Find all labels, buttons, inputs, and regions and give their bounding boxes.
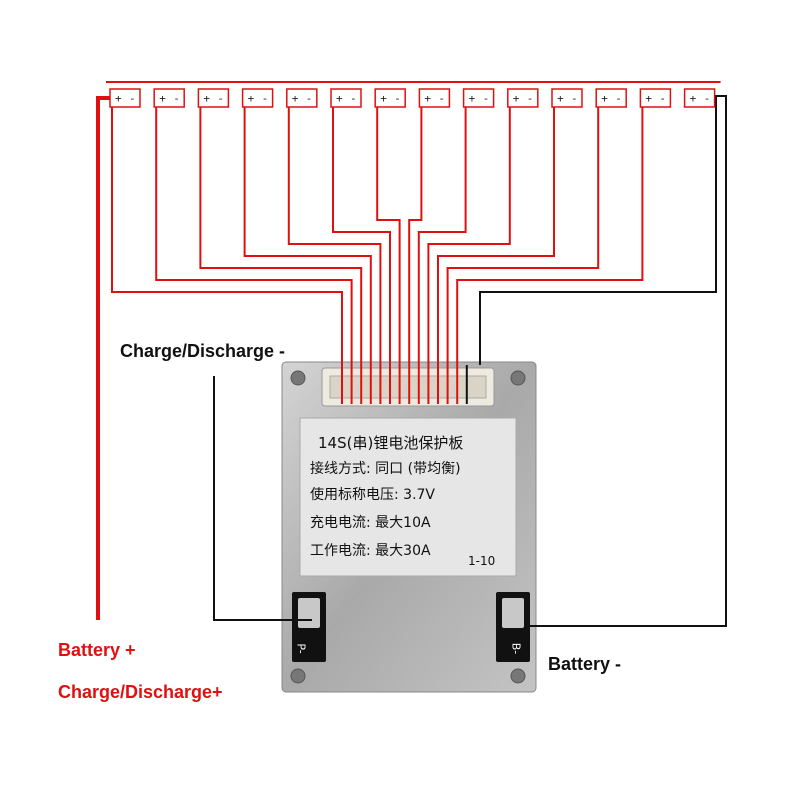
cell-outline xyxy=(330,88,362,108)
cell-neg-label: - xyxy=(704,92,711,105)
cell-pos-label: + xyxy=(513,92,520,105)
board-work-current: 工作电流: 最大30A xyxy=(310,543,431,559)
label-battery-pos: Battery + xyxy=(58,640,136,660)
cell-outline xyxy=(286,88,318,108)
cell-outline xyxy=(507,88,539,108)
battery-cell: +- xyxy=(197,88,230,108)
cell-outline xyxy=(153,88,185,108)
balance-wire xyxy=(287,107,382,365)
battery-cell: +- xyxy=(286,88,318,108)
cell-neg-label: - xyxy=(571,92,578,105)
board-version: 1-10 xyxy=(468,554,496,568)
cell-pos-label: + xyxy=(336,92,343,105)
balance-wire xyxy=(243,107,372,365)
board-nominal-voltage: 使用标称电压: 3.7V xyxy=(310,487,436,503)
cell-pos-label: + xyxy=(690,92,697,105)
spec-label-panel xyxy=(299,417,517,577)
balance-wire xyxy=(155,107,353,365)
battery-cell: +- xyxy=(241,88,274,108)
cell-neg-label: - xyxy=(527,92,534,105)
battery-cell: +- xyxy=(462,88,495,108)
cell-neg-label: - xyxy=(438,92,445,105)
balance-wire xyxy=(417,107,467,365)
cell-row: +-+-+-+-+-+-+-+-+-+-+-+-+-+- xyxy=(109,88,716,108)
screw-hole xyxy=(510,668,526,684)
screw-hole xyxy=(290,370,306,386)
board-title: 14S(串)锂电池保护板 xyxy=(318,434,464,452)
battery-cell: +- xyxy=(507,88,539,108)
cell-pos-label: + xyxy=(601,92,608,105)
balance-wire xyxy=(332,107,391,365)
cell-pos-label: + xyxy=(557,92,564,105)
battery-cell: +- xyxy=(330,88,362,108)
cell-pos-label: + xyxy=(469,92,476,105)
cell-outline xyxy=(462,88,495,108)
cell-neg-label: - xyxy=(350,92,357,105)
cell-outline xyxy=(109,88,141,108)
cell-outline xyxy=(374,88,406,108)
cell-neg-label: - xyxy=(306,92,313,105)
cell-pos-label: + xyxy=(115,92,122,105)
cell-neg-label: - xyxy=(615,92,622,105)
cell-pos-label: + xyxy=(380,92,387,105)
cell-outline xyxy=(639,88,672,108)
cell-outline xyxy=(595,88,627,108)
cell-pos-label: + xyxy=(292,92,299,105)
battery-cell: +- xyxy=(683,88,716,108)
cell-pos-label: + xyxy=(645,92,652,105)
cell-outline xyxy=(683,88,716,108)
charge-discharge-neg-wire xyxy=(213,376,312,621)
cell-outline xyxy=(241,88,274,108)
cell-neg-label: - xyxy=(394,92,401,105)
pad-label-p: P- xyxy=(294,643,308,654)
screw-hole xyxy=(510,370,526,386)
cell-pos-label: + xyxy=(159,92,166,105)
balance-wire xyxy=(427,107,511,365)
label-battery-neg: Battery - xyxy=(548,654,622,674)
cell-pos-label: + xyxy=(248,92,255,105)
protection-board xyxy=(281,361,537,693)
balance-wire xyxy=(111,107,343,365)
balance-wire xyxy=(408,107,423,365)
battery-cell: +- xyxy=(551,88,583,108)
cell-neg-label: - xyxy=(659,92,666,105)
battery-cell: +- xyxy=(109,88,141,108)
balance-wire xyxy=(446,107,600,365)
cell-pos-label: + xyxy=(424,92,431,105)
cell-neg-label: - xyxy=(262,92,269,105)
battery-pos-wire xyxy=(96,96,113,620)
cell-neg-label: - xyxy=(173,92,180,105)
battery-cell: +- xyxy=(418,88,451,108)
balance-wire xyxy=(376,107,401,365)
battery-neg-wire xyxy=(524,95,727,627)
balance-wire xyxy=(456,107,644,365)
battery-cell: +- xyxy=(374,88,406,108)
balance-wire xyxy=(199,107,363,365)
screw-hole xyxy=(290,668,306,684)
cell-neg-label: - xyxy=(217,92,224,105)
battery-cell: +- xyxy=(153,88,185,108)
label-charge-discharge-pos: Charge/Discharge+ xyxy=(58,682,223,702)
cell-neg-label: - xyxy=(483,92,490,105)
cell-pos-label: + xyxy=(203,92,210,105)
label-charge-discharge-neg: Charge/Discharge - xyxy=(120,341,286,361)
cell-neg-label: - xyxy=(129,92,136,105)
battery-cell: +- xyxy=(595,88,627,108)
cell-outline xyxy=(551,88,583,108)
pad-label-b: B- xyxy=(509,642,523,655)
cell-outline xyxy=(197,88,230,108)
balance-wire xyxy=(437,107,555,365)
cell-outline xyxy=(418,88,451,108)
battery-cell: +- xyxy=(639,88,672,108)
board-wiring-mode: 接线方式: 同口 (带均衡) xyxy=(310,461,461,477)
board-charge-current: 充电电流: 最大10A xyxy=(310,515,431,531)
